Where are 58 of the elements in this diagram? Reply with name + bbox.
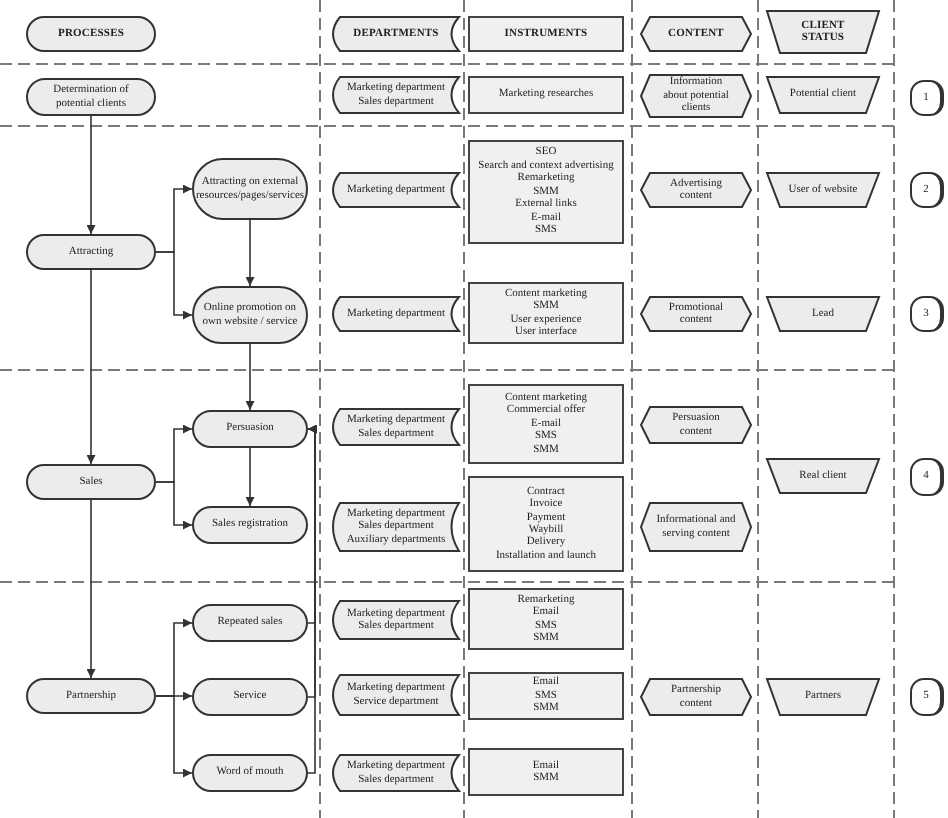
arrow: [155, 481, 193, 530]
process-terminator: [26, 234, 156, 270]
department-shape: [332, 674, 460, 716]
stage-number-tag: [910, 296, 944, 332]
department-shape: [332, 16, 460, 52]
process-terminator: [192, 754, 308, 792]
arrow: [155, 695, 193, 778]
instrument-box: [468, 76, 624, 114]
content-hexagon: [640, 16, 752, 52]
department-shape: [332, 754, 460, 792]
instrument-box: [468, 384, 624, 464]
arrow: [245, 219, 255, 287]
department-shape: [332, 408, 460, 446]
arrow: [86, 269, 96, 465]
process-terminator: [26, 16, 156, 52]
process-terminator: [192, 410, 308, 448]
instrument-box: [468, 282, 624, 344]
process-terminator: [26, 464, 156, 500]
process-terminator: [192, 604, 308, 642]
instrument-box: [468, 672, 624, 720]
status-trapezoid: [766, 10, 880, 54]
department-shape: [332, 502, 460, 552]
status-trapezoid: [766, 458, 880, 494]
arrow: [86, 499, 96, 679]
instrument-box: [468, 140, 624, 244]
stage-number-tag: [910, 678, 944, 716]
content-hexagon: [640, 406, 752, 444]
process-terminator: [192, 506, 308, 544]
arrow: [245, 447, 255, 507]
instrument-box: [468, 748, 624, 796]
stage-number-tag: [910, 458, 944, 496]
stage-number-tag: [910, 80, 944, 116]
department-shape: [332, 600, 460, 640]
arrow: [155, 251, 193, 320]
department-shape: [332, 76, 460, 114]
status-trapezoid: [766, 172, 880, 208]
content-hexagon: [640, 74, 752, 118]
status-trapezoid: [766, 76, 880, 114]
process-terminator: [26, 78, 156, 116]
arrow: [307, 424, 317, 774]
department-shape: [332, 296, 460, 332]
process-terminator: [192, 158, 308, 220]
stage-number-tag: [910, 172, 944, 208]
content-hexagon: [640, 172, 752, 208]
instrument-box: [468, 16, 624, 52]
content-hexagon: [640, 502, 752, 552]
process-terminator: [192, 286, 308, 344]
status-trapezoid: [766, 296, 880, 332]
arrow: [86, 115, 96, 235]
arrow: [245, 343, 255, 411]
status-trapezoid: [766, 678, 880, 716]
content-hexagon: [640, 678, 752, 716]
department-shape: [332, 172, 460, 208]
process-terminator: [26, 678, 156, 714]
process-terminator: [192, 678, 308, 716]
content-hexagon: [640, 296, 752, 332]
instrument-box: [468, 588, 624, 650]
instrument-box: [468, 476, 624, 572]
